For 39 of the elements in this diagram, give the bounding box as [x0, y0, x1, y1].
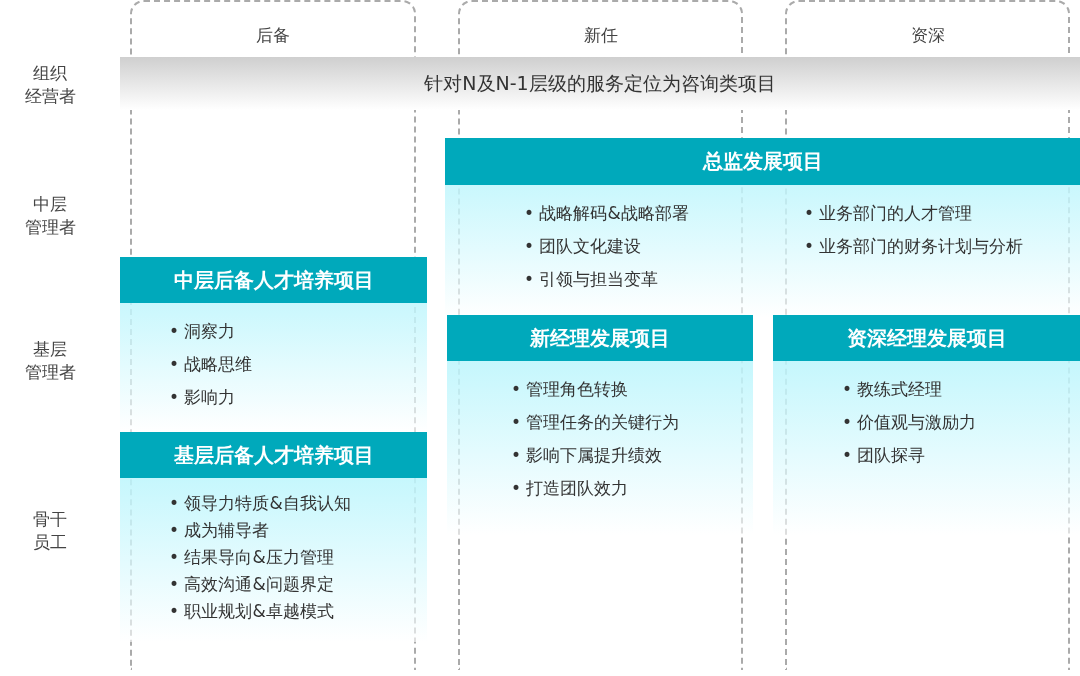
list-item: • 业务部门的财务计划与分析 — [804, 235, 1024, 258]
row-label: 组织经营者 — [23, 62, 77, 108]
list-item: • 影响力 — [169, 386, 237, 409]
row-label: 骨干员工 — [32, 508, 68, 554]
list-item: • 业务部门的人才管理 — [804, 202, 974, 225]
list-item: • 教练式经理 — [842, 378, 944, 401]
card-header: 中层后备人才培养项目 — [120, 257, 427, 303]
card-header: 基层后备人才培养项目 — [120, 432, 427, 478]
list-item: • 结果导向&压力管理 — [169, 546, 335, 569]
program-card — [445, 138, 1080, 318]
card-header: 新经理发展项目 — [447, 315, 753, 361]
list-item: • 团队文化建设 — [524, 235, 643, 258]
program-card — [120, 432, 427, 642]
program-card — [447, 315, 753, 535]
list-item: • 成为辅导者 — [169, 519, 271, 542]
list-item: • 影响下属提升绩效 — [511, 444, 664, 467]
list-item: • 团队探寻 — [842, 444, 927, 467]
column-heading: 后备 — [256, 24, 290, 47]
column-heading: 资深 — [910, 24, 945, 47]
list-item: • 管理角色转换 — [511, 378, 630, 401]
card-header: 总监发展项目 — [445, 138, 1080, 185]
program-card — [773, 315, 1080, 535]
card-header: 资深经理发展项目 — [773, 315, 1080, 361]
banner-band — [120, 57, 1080, 110]
list-item: • 洞察力 — [169, 320, 237, 343]
list-item: • 高效沟通&问题界定 — [169, 573, 335, 596]
row-label: 中层管理者 — [23, 193, 77, 239]
list-item: • 管理任务的关键行为 — [511, 411, 680, 434]
program-card — [120, 257, 427, 432]
row-label: 基层管理者 — [23, 338, 77, 384]
column-heading: 新任 — [583, 24, 618, 47]
list-item: • 战略思维 — [169, 353, 253, 376]
list-item: • 打造团队效力 — [511, 477, 630, 500]
list-item: • 价值观与激励力 — [842, 411, 977, 434]
banner-text: 针对N及N-1层级的服务定位为咨询类项目 — [424, 70, 776, 96]
list-item: • 战略解码&战略部署 — [524, 202, 689, 225]
list-item: • 引领与担当变革 — [524, 268, 660, 291]
list-item: • 职业规划&卓越模式 — [169, 600, 335, 623]
list-item: • 领导力特质&自我认知 — [169, 492, 351, 515]
